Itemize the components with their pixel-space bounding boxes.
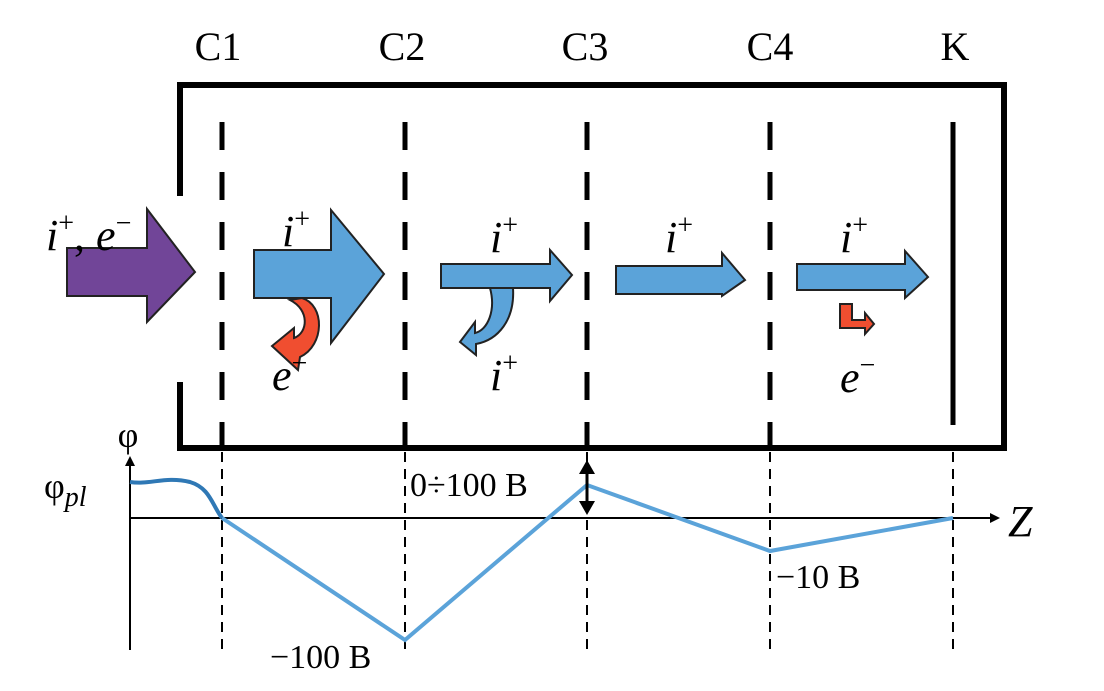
gap4-ion-label: i+ [840,210,868,262]
ion-reflect-arrow-gap2 [458,287,515,358]
plasma-potential-curve [129,477,224,520]
chamber-box [177,82,1007,451]
gap2-ion-label: i+ [490,210,518,262]
electrode-label-k: K [941,24,970,69]
ion-arrow-gap3 [615,250,747,298]
ion-arrow-gap4 [796,248,930,301]
gap3-ion-label: i+ [665,210,693,262]
electrode-label-c1: C1 [195,24,242,69]
grid-electrodes [219,122,773,446]
c2-potential-label: −100 B [270,639,371,676]
ion-arrow-gap1 [253,207,386,346]
mixed-beam-arrow [66,206,197,325]
electron-reflect-arrow-gap1 [270,296,320,373]
gap1-electron-label: e− [272,348,307,400]
double-arrow-heads [579,460,595,515]
electron-reflect-arrow-gap4 [839,303,876,337]
plasma-potential-label: φpl [44,466,87,513]
z-axis-label: Z [1008,497,1033,546]
inlet-label: i+, e− [46,208,131,260]
y-axis-label: φ [118,415,139,455]
gap4-electron-label: e− [840,350,875,402]
c3-potential-label: 0÷100 B [410,467,528,504]
gap2-reflected-ion-label: i+ [490,348,518,400]
gap1-ion-label: i+ [282,204,310,256]
ion-arrow-gap2 [440,247,574,304]
electrode-label-c2: C2 [379,24,426,69]
electrode-label-c3: C3 [562,24,609,69]
electrode-label-c4: C4 [747,24,794,69]
c4-potential-label: −10 B [776,559,860,596]
